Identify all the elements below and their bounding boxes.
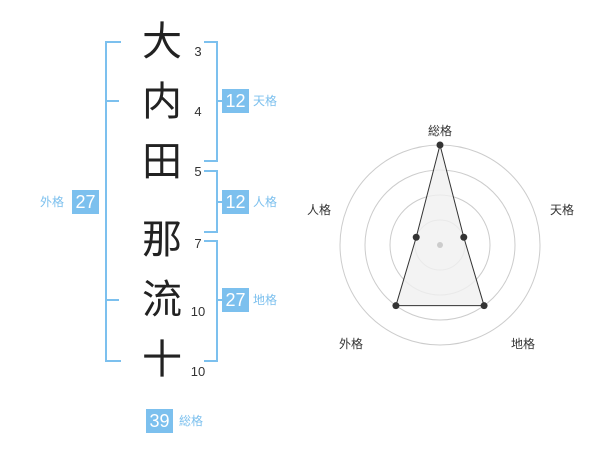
chikaku-bracket	[204, 240, 218, 362]
gaikaku-tick-1	[105, 100, 119, 102]
chikaku-value: 27	[222, 288, 249, 312]
jinkaku-label: 人格	[253, 195, 278, 209]
tenkaku-label: 天格	[253, 94, 278, 108]
name-char-5: 流	[142, 277, 182, 323]
soukaku-value: 39	[146, 409, 173, 433]
radar-axis-label-jinkaku: 人格	[307, 203, 332, 217]
name-char-6: 十	[142, 337, 182, 383]
radar-axis-label-chikaku: 地格	[511, 337, 536, 351]
radar-point-4	[392, 302, 400, 310]
gaikaku-bracket	[105, 41, 121, 362]
radar-point-2	[460, 233, 468, 241]
radar-point-5	[412, 233, 420, 241]
radar-axis-label-gaikaku: 外格	[339, 337, 364, 351]
gaikaku-label: 外格	[40, 195, 65, 209]
radar-point-3	[480, 302, 488, 310]
radar-point-1	[436, 141, 444, 149]
stroke-count-4: 7	[194, 236, 202, 251]
stroke-count-1: 3	[194, 44, 202, 59]
chikaku-tick	[216, 299, 222, 301]
radar-area	[395, 144, 485, 307]
tenkaku-tick	[216, 100, 222, 102]
name-char-1: 大	[142, 19, 182, 65]
name-char-4: 那	[142, 217, 182, 263]
gaikaku-value: 27	[72, 190, 99, 214]
gaikaku-tick-2	[105, 299, 119, 301]
stroke-count-2: 4	[194, 104, 202, 119]
chikaku-label: 地格	[253, 293, 278, 307]
stroke-count-6: 10	[190, 364, 206, 379]
jinkaku-tick	[216, 201, 222, 203]
stroke-count-3: 5	[194, 164, 202, 179]
name-char-2: 内	[142, 79, 182, 125]
stroke-count-5: 10	[190, 304, 206, 319]
radar-center-dot	[437, 242, 443, 248]
name-char-3: 田	[142, 139, 182, 185]
jinkaku-value: 12	[222, 190, 249, 214]
tenkaku-value: 12	[222, 89, 249, 113]
soukaku-label: 総格	[179, 414, 204, 428]
radar-axis-label-soukaku: 総格	[428, 124, 453, 138]
radar-axis-label-tenkaku: 天格	[550, 203, 575, 217]
